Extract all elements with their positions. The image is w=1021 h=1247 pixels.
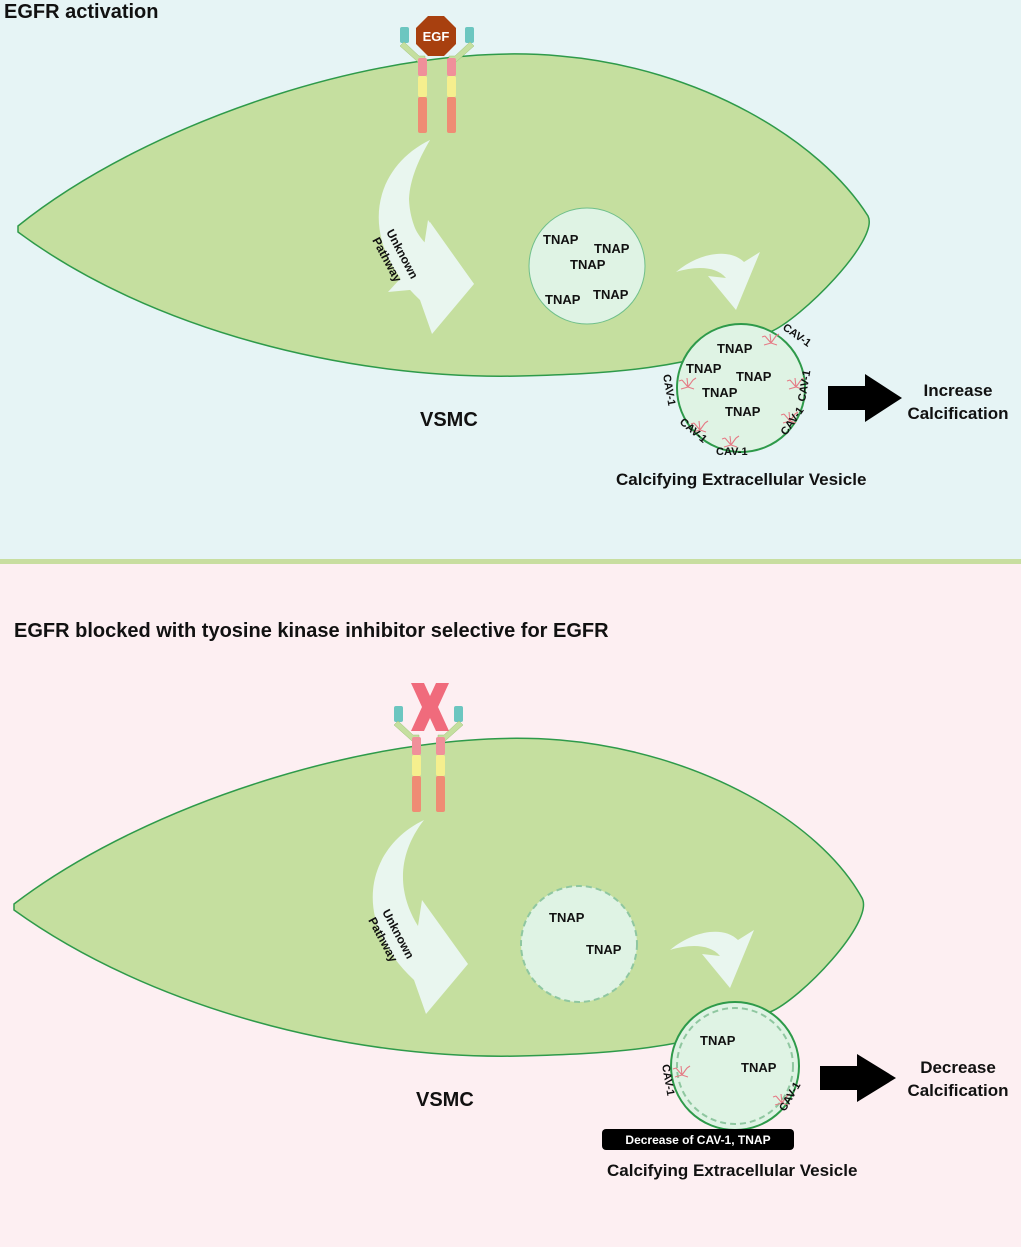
vesicle-tnap-1: TNAP bbox=[543, 232, 579, 247]
export-arrow bbox=[676, 252, 760, 310]
vesicle-tnap-reduced-2: TNAP bbox=[586, 942, 622, 957]
ev-tnap-1: TNAP bbox=[717, 341, 753, 356]
egf-label: EGF bbox=[423, 29, 450, 44]
decrease-badge-text: Decrease of CAV-1, TNAP bbox=[625, 1133, 770, 1147]
outcome-line1-blocked: Decrease bbox=[920, 1058, 996, 1077]
outcome-line2-blocked: Calcification bbox=[907, 1081, 1008, 1100]
bottom-panel-title: EGFR blocked with tyosine kinase inhibit… bbox=[14, 620, 609, 642]
ev-tnap-reduced-2: TNAP bbox=[741, 1060, 777, 1075]
vesicle-tnap-4: TNAP bbox=[545, 292, 581, 307]
export-arrow-blocked bbox=[670, 930, 754, 988]
block-arrow-icon bbox=[828, 374, 902, 422]
extracellular-vesicle bbox=[676, 323, 806, 453]
ev-tnap-3: TNAP bbox=[736, 369, 772, 384]
pathway-arrow-tail bbox=[378, 140, 474, 334]
ev-tnap-4: TNAP bbox=[702, 385, 738, 400]
egf-ligand-icon: EGF bbox=[416, 16, 456, 56]
decrease-badge bbox=[602, 1129, 794, 1150]
block-arrow-icon-bottom bbox=[820, 1054, 896, 1102]
cav1-label-6: CAV-1 bbox=[716, 446, 748, 458]
intracellular-vesicle bbox=[528, 207, 646, 325]
top-panel-title: EGFR activation bbox=[4, 1, 158, 23]
ev-caption: Calcifying Extracellular Vesicle bbox=[616, 470, 866, 489]
vsmc-cell bbox=[17, 53, 870, 377]
vesicle-tnap-3: TNAP bbox=[570, 257, 606, 272]
extracellular-vesicle-reduced bbox=[670, 1001, 800, 1131]
cav1-label-4: CAV-1 bbox=[660, 373, 677, 406]
outcome-line1: Increase bbox=[924, 381, 993, 400]
ev-tnap-5: TNAP bbox=[725, 404, 761, 419]
cav1-label-2: CAV-1 bbox=[796, 369, 813, 402]
vsmc-cell-blocked bbox=[13, 737, 865, 1057]
vesicle-tnap-reduced-1: TNAP bbox=[549, 910, 585, 925]
vesicle-tnap-2: TNAP bbox=[594, 241, 630, 256]
cav1-label-reduced-1: CAV-1 bbox=[659, 1063, 676, 1096]
cell-label-blocked: VSMC bbox=[416, 1089, 474, 1111]
ev-tnap-reduced-1: TNAP bbox=[700, 1033, 736, 1048]
outcome-line2: Calcification bbox=[907, 404, 1008, 423]
intracellular-vesicle-reduced bbox=[520, 885, 638, 1003]
ev-tnap-2: TNAP bbox=[686, 361, 722, 376]
cell-label: VSMC bbox=[420, 409, 478, 431]
ev-caption-blocked: Calcifying Extracellular Vesicle bbox=[607, 1161, 857, 1180]
pathway-arrow-blocked bbox=[372, 820, 468, 1014]
inhibitor-x-icon bbox=[411, 683, 449, 731]
panel-divider bbox=[0, 559, 1021, 564]
vesicle-tnap-5: TNAP bbox=[593, 287, 629, 302]
